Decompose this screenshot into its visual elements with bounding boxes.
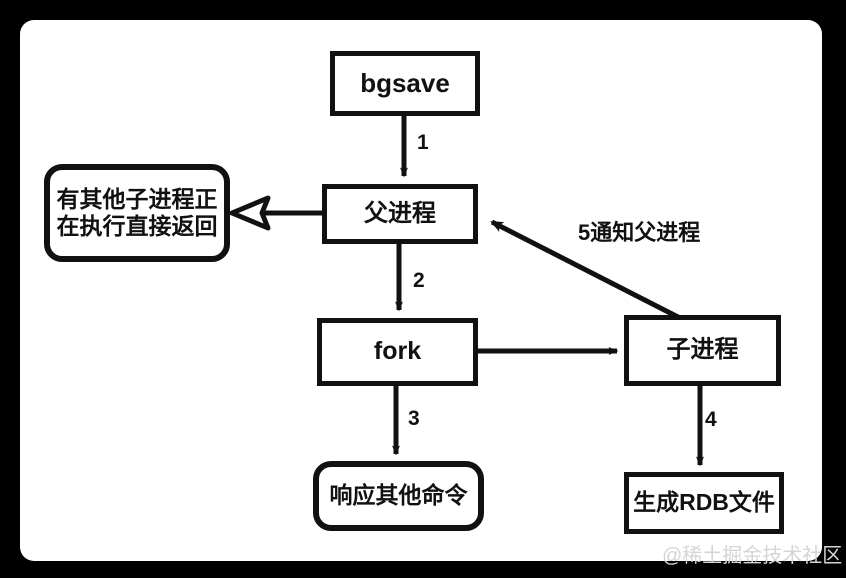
node-bgsave-label: bgsave [360, 68, 450, 99]
node-other-child-running-return-label: 有其他子进程正 在执行直接返回 [56, 185, 218, 239]
node-generate-rdb-file-label: 生成RDB文件 [633, 489, 775, 516]
node-other-child-running-return: 有其他子进程正 在执行直接返回 [44, 164, 230, 262]
node-fork: fork [317, 318, 478, 386]
watermark: @稀土掘金技术社区 [662, 545, 843, 567]
edge-label-3: 3 [408, 407, 420, 430]
node-generate-rdb-file: 生成RDB文件 [624, 472, 784, 534]
node-parent-process-label: 父进程 [364, 199, 436, 227]
node-child-process: 子进程 [624, 315, 781, 386]
node-fork-label: fork [373, 337, 422, 366]
edge-label-2: 2 [413, 269, 425, 292]
node-respond-other-commands: 响应其他命令 [313, 461, 484, 531]
node-bgsave: bgsave [330, 51, 480, 116]
node-respond-other-commands-label: 响应其他命令 [329, 482, 468, 509]
edge-label-5-notify-parent: 5通知父进程 [578, 220, 701, 245]
edge-label-1: 1 [417, 131, 429, 154]
edge-parent-to-return [229, 195, 322, 231]
edge-child-to-parent [490, 219, 682, 321]
node-parent-process: 父进程 [322, 184, 478, 244]
edge-label-4: 4 [705, 408, 717, 431]
node-child-process-label: 子进程 [666, 336, 739, 364]
